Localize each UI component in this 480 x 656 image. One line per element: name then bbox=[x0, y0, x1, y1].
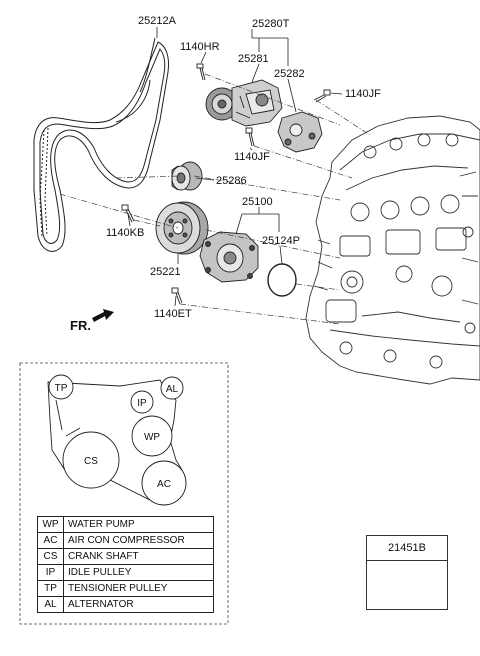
svg-text:CS: CS bbox=[84, 456, 98, 467]
leader-lines bbox=[127, 27, 343, 307]
belt-routing-diagram: TP IP AL WP CS AC bbox=[47, 374, 187, 506]
label-1140JF-lower: 1140JF bbox=[234, 151, 270, 163]
sealant-part-box: 21451B bbox=[366, 535, 448, 610]
svg-text:WP: WP bbox=[144, 432, 160, 443]
pulley-wp: WP bbox=[131, 415, 173, 457]
idler-pulley bbox=[171, 161, 203, 191]
assembly-center-lines bbox=[59, 73, 371, 325]
front-arrow-icon bbox=[92, 309, 114, 322]
pulley-legend-table: WP WATER PUMP AC AIR CON COMPRESSOR CS C… bbox=[37, 516, 214, 613]
svg-text:AC: AC bbox=[157, 479, 171, 490]
label-25286: 25286 bbox=[216, 175, 247, 187]
legend-row: CS CRANK SHAFT bbox=[37, 548, 214, 565]
label-1140ET: 1140ET bbox=[154, 308, 192, 320]
label-25100: 25100 bbox=[242, 196, 273, 208]
tensioner-assembly bbox=[205, 79, 283, 127]
pulley-al: AL bbox=[160, 376, 184, 400]
engine-block bbox=[305, 115, 480, 385]
tensioner-bracket bbox=[277, 111, 323, 153]
svg-text:IP: IP bbox=[137, 398, 147, 409]
bolt-1140JF-lower bbox=[245, 127, 255, 147]
label-25124P: 25124P bbox=[262, 235, 300, 247]
water-pump bbox=[199, 231, 259, 283]
part-labels: 25212A 1140HR 25280T 25281 25282 1140JF … bbox=[106, 15, 381, 320]
bolt-1140HR bbox=[196, 63, 206, 81]
belt-routing-frame bbox=[19, 362, 229, 625]
sealant-part-number: 21451B bbox=[367, 536, 447, 561]
svg-text:AL: AL bbox=[166, 384, 179, 395]
label-25282: 25282 bbox=[274, 68, 305, 80]
legend-row: AL ALTERNATOR bbox=[37, 596, 214, 613]
label-1140HR: 1140HR bbox=[180, 41, 220, 53]
pulley-ip: IP bbox=[130, 390, 154, 414]
front-label: FR. bbox=[70, 318, 91, 333]
label-1140JF-right: 1140JF bbox=[345, 88, 381, 100]
label-1140KB: 1140KB bbox=[106, 227, 144, 239]
bolt-1140ET bbox=[171, 287, 183, 305]
pulley-tp: TP bbox=[48, 374, 74, 400]
bolt-1140KB bbox=[121, 204, 135, 223]
label-25221: 25221 bbox=[150, 266, 181, 278]
drive-belt bbox=[33, 37, 169, 252]
pulley-ac: AC bbox=[141, 460, 187, 506]
label-25281: 25281 bbox=[238, 53, 269, 65]
legend-row: WP WATER PUMP bbox=[37, 516, 214, 533]
water-pump-gasket bbox=[267, 263, 297, 297]
svg-text:TP: TP bbox=[55, 383, 68, 394]
pulley-cs: CS bbox=[62, 431, 120, 489]
front-direction-indicator: FR. bbox=[70, 309, 114, 333]
label-25212A: 25212A bbox=[138, 15, 177, 27]
legend-row: TP TENSIONER PULLEY bbox=[37, 580, 214, 597]
water-pump-pulley bbox=[155, 201, 209, 255]
legend-row: IP IDLE PULLEY bbox=[37, 564, 214, 581]
label-25280T: 25280T bbox=[252, 18, 290, 30]
legend-row: AC AIR CON COMPRESSOR bbox=[37, 532, 214, 549]
